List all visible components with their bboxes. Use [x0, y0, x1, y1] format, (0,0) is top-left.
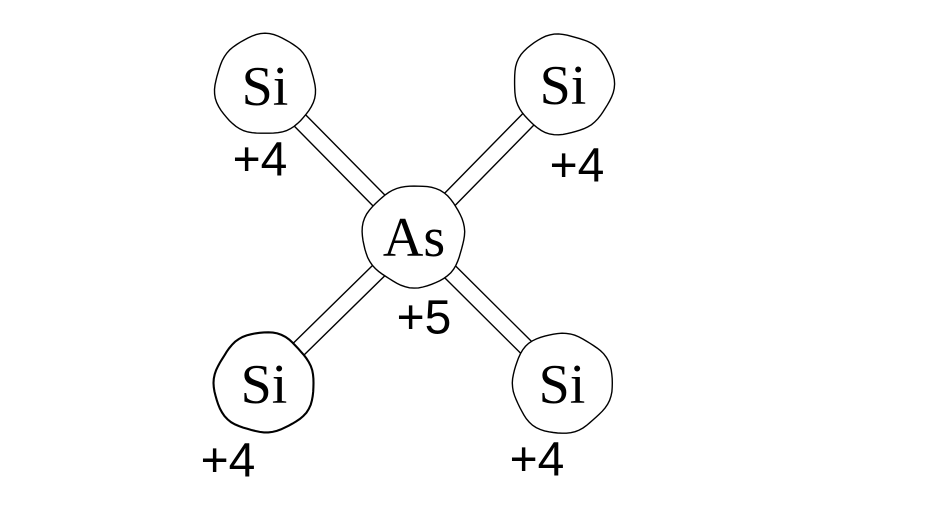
bond-line-as-center-si-top-left-1 [302, 111, 388, 198]
charge-label-si-top-right: +4 [550, 140, 605, 193]
bond-line-as-center-si-bottom-right-2 [452, 262, 536, 346]
atom-circle-si-bottom-right [511, 332, 614, 434]
atom-symbol-si-bottom-left: Si [241, 354, 288, 416]
atom-symbol-si-top-right: Si [540, 55, 587, 117]
bond-line-as-center-si-top-right-1 [451, 121, 538, 209]
charge-label-si-bottom-left: +4 [201, 435, 256, 488]
charge-label-as-center: +5 [397, 292, 452, 345]
atom-circle-as-center [361, 185, 466, 289]
bond-line-as-center-si-top-right-2 [440, 110, 526, 198]
bond-line-as-center-si-bottom-left-1 [290, 262, 376, 346]
atom-circle-si-bottom-left [212, 331, 315, 434]
atom-circle-si-top-right [513, 33, 616, 136]
bond-line-as-center-si-top-left-2 [290, 122, 376, 209]
bond-line-as-center-si-bottom-left-2 [301, 273, 387, 358]
atom-symbol-si-bottom-right: Si [539, 354, 586, 416]
atom-circle-si-top-left [213, 32, 317, 134]
bond-line-as-center-si-bottom-right-1 [441, 274, 525, 357]
charge-label-si-top-left: +4 [233, 134, 288, 187]
atom-symbol-as-center: As [383, 207, 445, 269]
charge-label-si-bottom-right: +4 [510, 434, 565, 487]
atom-symbol-si-top-left: Si [242, 56, 289, 118]
